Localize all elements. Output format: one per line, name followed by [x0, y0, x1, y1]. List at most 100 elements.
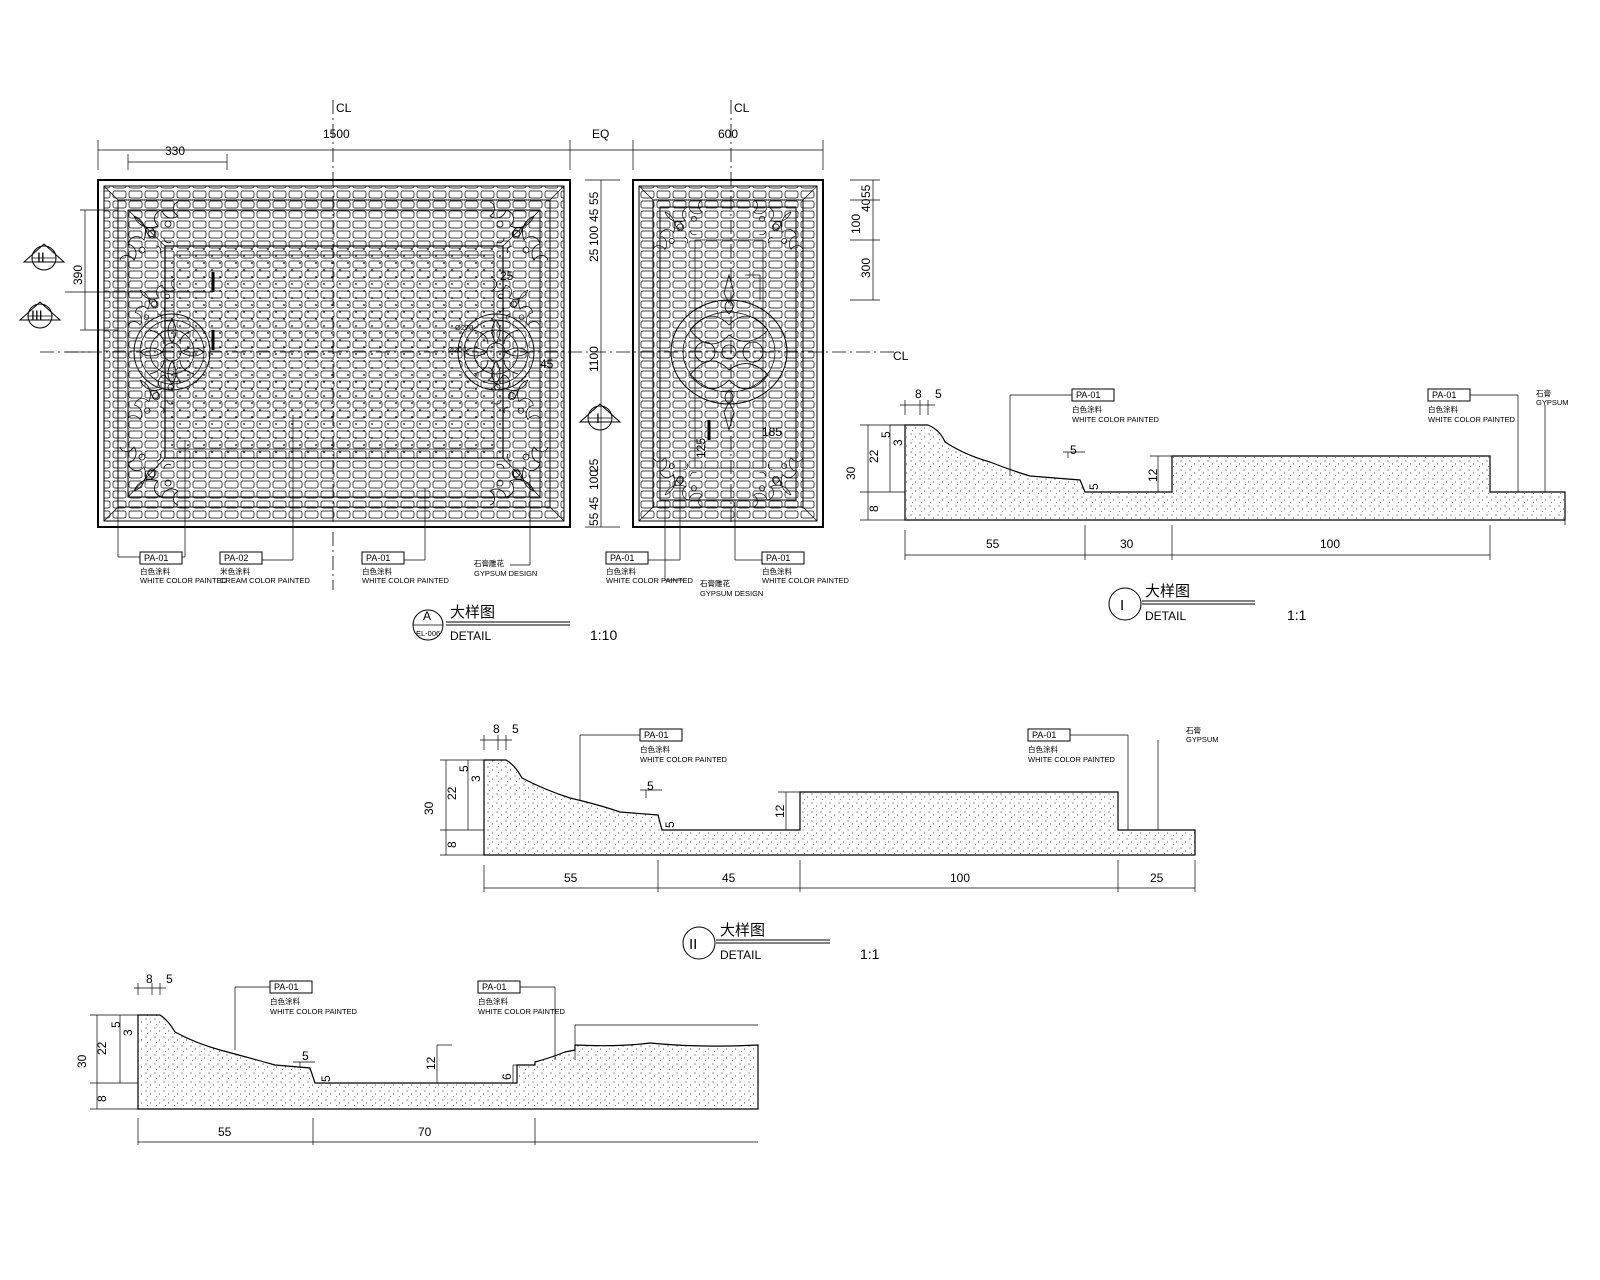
s2-dim-top-5: 5 [512, 722, 519, 736]
s3-dim-3: 3 [121, 1029, 135, 1036]
svg-text:大样图: 大样图 [1145, 583, 1190, 600]
dim-inner-125: 125 [694, 438, 708, 458]
svg-text:1:1: 1:1 [860, 946, 880, 962]
s3-dim-5: 5 [109, 1021, 123, 1028]
svg-text:白色涂料: 白色涂料 [362, 566, 392, 576]
stack-dim-6: 100 [587, 470, 601, 490]
s2-dim-25: 25 [1150, 871, 1164, 885]
svg-text:石膏: 石膏 [1536, 388, 1552, 398]
s3-dim-inner-6: 6 [500, 1073, 514, 1080]
stack-dim-1: 55 [587, 191, 601, 205]
dim-inset: 330 [165, 144, 185, 158]
s1-callout-pa01-a: PA-01 白色涂料 WHITE COLOR PAINTED [1071, 388, 1160, 424]
s2-dim-inner-5b: 5 [663, 821, 677, 828]
s2-callout-gypsum: 石膏 GYPSUM [1186, 725, 1219, 744]
callout-pa01-c: PA-01 白色涂料 WHITE COLOR PAINTED [605, 551, 694, 585]
stack-dim-4: 25 [587, 248, 601, 262]
s1-dim-top-8: 8 [915, 387, 922, 401]
svg-text:大样图: 大样图 [720, 922, 765, 939]
svg-text:1:1: 1:1 [1287, 607, 1307, 623]
svg-text:WHITE COLOR PAINTED: WHITE COLOR PAINTED [362, 576, 450, 585]
s1-dim-top-5: 5 [935, 387, 942, 401]
s3-dim-top-8: 8 [146, 972, 153, 986]
dim-overall-width: 1500 [323, 127, 350, 141]
svg-text:GYPSUM: GYPSUM [1186, 735, 1219, 744]
svg-text:A: A [423, 609, 431, 623]
far-dim-4: 300 [859, 258, 873, 278]
s1-dim-inner-5a: 5 [1070, 443, 1077, 457]
s2-callout-pa01-a: PA-01 白色涂料 WHITE COLOR PAINTED [639, 728, 728, 764]
svg-text:WHITE COLOR PAINTED: WHITE COLOR PAINTED [762, 576, 850, 585]
svg-text:WHITE COLOR PAINTED: WHITE COLOR PAINTED [1428, 415, 1516, 424]
svg-text:WHITE COLOR PAINTED: WHITE COLOR PAINTED [1028, 755, 1116, 764]
s1-dim-30: 30 [844, 466, 858, 480]
svg-text:WHITE COLOR PAINTED: WHITE COLOR PAINTED [1072, 415, 1160, 424]
svg-text:EL-006: EL-006 [416, 629, 440, 638]
s1-dim-100: 100 [1320, 537, 1340, 551]
svg-text:GYPSUM DESIGN: GYPSUM DESIGN [700, 589, 763, 598]
svg-text:GYPSUM: GYPSUM [1536, 398, 1569, 407]
s2-dim-55: 55 [564, 871, 578, 885]
section-ii-title: II 大样图 DETAIL 1:1 [682, 922, 880, 962]
svg-text:大样图: 大样图 [450, 604, 495, 621]
far-dim-3: 100 [849, 214, 863, 234]
s3-callout-pa01-b: PA-01 白色涂料 WHITE COLOR PAINTED [477, 980, 566, 1016]
svg-text:米色涂料: 米色涂料 [220, 566, 250, 576]
svg-text:WHITE COLOR PAINTED: WHITE COLOR PAINTED [640, 755, 728, 764]
side-ceiling-panel [632, 179, 824, 528]
svg-text:白色涂料: 白色涂料 [762, 566, 792, 576]
svg-text:CREAM COLOR PAINTED: CREAM COLOR PAINTED [220, 576, 310, 585]
svg-text:DETAIL: DETAIL [720, 948, 761, 962]
dim-height: 1100 [587, 346, 601, 372]
svg-text:WHITE COLOR PAINTED: WHITE COLOR PAINTED [140, 576, 228, 585]
svg-text:白色涂料: 白色涂料 [478, 996, 508, 1006]
svg-text:白色涂料: 白色涂料 [1028, 744, 1058, 754]
callout-pa01-b: PA-01 白色涂料 WHITE COLOR PAINTED [361, 551, 450, 585]
far-dim-2: 40 [859, 198, 873, 212]
s1-callout-pa01-b: PA-01 白色涂料 WHITE COLOR PAINTED [1427, 388, 1516, 424]
section-i-profile [904, 424, 1566, 521]
section-marker-ii: II [23, 243, 65, 271]
s2-dim-22: 22 [445, 786, 459, 800]
svg-text:PA-02: PA-02 [224, 553, 248, 563]
s3-dim-30: 30 [75, 1054, 89, 1068]
svg-text:I: I [1120, 597, 1124, 614]
s1-dim-inner-12: 12 [1146, 468, 1160, 482]
dim-dia-200: Ø200 [448, 345, 466, 354]
svg-text:白色涂料: 白色涂料 [140, 566, 170, 576]
s2-dim-inner-5a: 5 [647, 779, 654, 793]
section-ii-detail: 8 5 30 22 8 5 3 5 5 12 55 45 100 25 PA-0… [422, 722, 1219, 962]
ceiling-plan: CL CL CL 1500 EQ 600 330 [19, 100, 909, 643]
stack-dim-7: 45 [587, 496, 601, 510]
cl-label: CL [336, 101, 352, 115]
s3-dim-70: 70 [418, 1125, 432, 1139]
s2-callout-pa01-b: PA-01 白色涂料 WHITE COLOR PAINTED [1027, 728, 1116, 764]
svg-text:WHITE COLOR PAINTED: WHITE COLOR PAINTED [606, 576, 694, 585]
svg-text:II: II [689, 936, 697, 953]
s3-dim-22: 22 [95, 1041, 109, 1055]
dim-dia-270: Ø270 [455, 323, 473, 332]
svg-text:PA-01: PA-01 [1432, 390, 1456, 400]
section-iii-profile [137, 1014, 759, 1110]
s2-dim-30: 30 [422, 801, 436, 815]
stack-dim-5: 25 [587, 458, 601, 472]
svg-text:DETAIL: DETAIL [1145, 609, 1186, 623]
svg-text:石膏: 石膏 [1186, 725, 1202, 735]
s2-dim-45: 45 [722, 871, 736, 885]
s2-dim-top-8: 8 [493, 722, 500, 736]
svg-text:石膏雕花: 石膏雕花 [474, 558, 504, 568]
svg-text:III: III [31, 307, 43, 323]
s3-dim-55: 55 [218, 1125, 232, 1139]
s3-dim-inner-5b: 5 [319, 1075, 333, 1082]
svg-text:PA-01: PA-01 [1032, 730, 1056, 740]
cl-label-horizontal: CL [893, 349, 909, 363]
dim-eq: EQ [592, 127, 609, 141]
section-ii-profile [483, 759, 1196, 856]
svg-text:白色涂料: 白色涂料 [640, 744, 670, 754]
svg-text:PA-01: PA-01 [1076, 390, 1100, 400]
section-iii-detail: 8 5 30 22 8 5 3 5 5 12 6 55 70 PA-01 白色涂… [75, 972, 759, 1145]
dim-side-width: 600 [718, 127, 738, 141]
stack-dim-8: 55 [587, 512, 601, 526]
svg-text:PA-01: PA-01 [366, 553, 390, 563]
